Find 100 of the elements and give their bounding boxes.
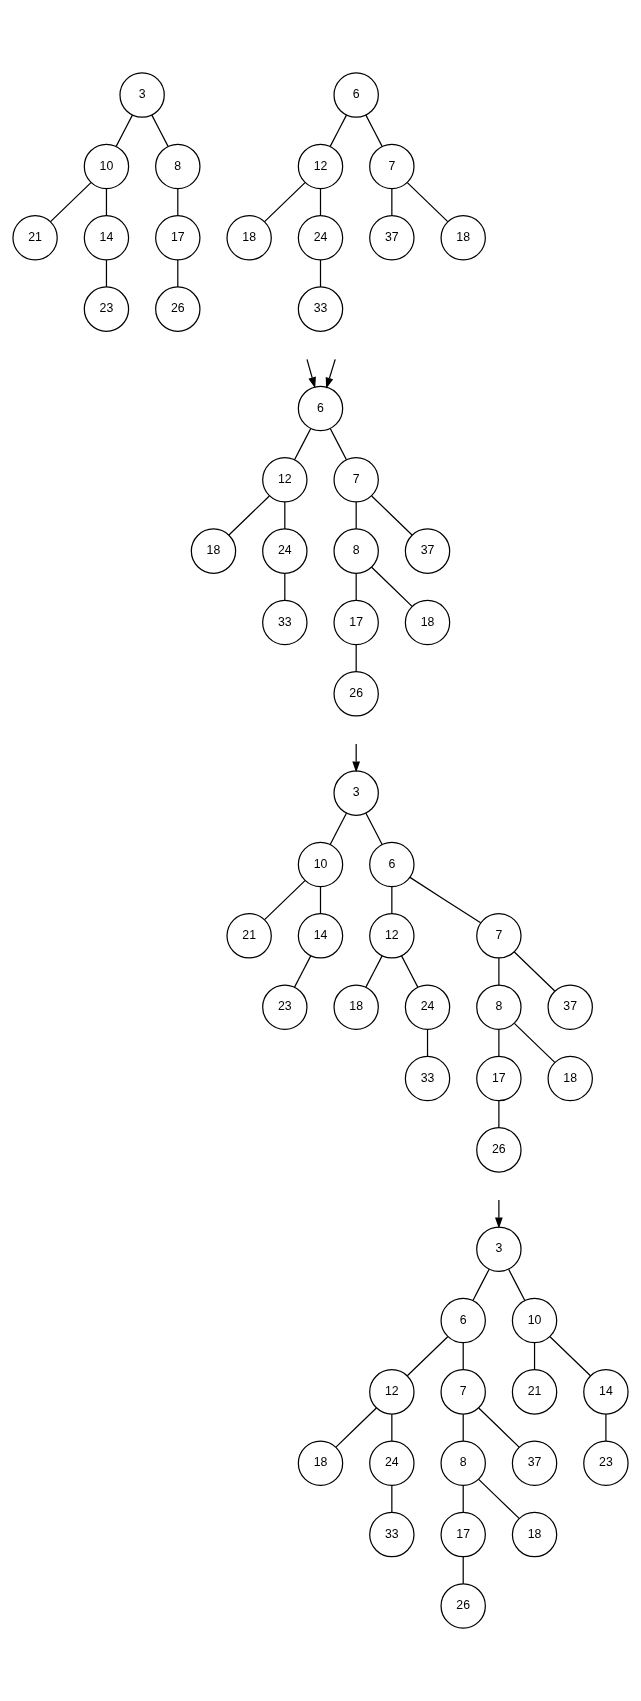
connector bbox=[329, 812, 348, 846]
node-circle: 18 bbox=[333, 984, 379, 1030]
node-circle: 14 bbox=[83, 215, 130, 261]
connector bbox=[284, 501, 286, 530]
node-circle: 33 bbox=[297, 286, 344, 332]
node-circle: 18 bbox=[297, 1440, 344, 1486]
node-circle: 17 bbox=[155, 215, 201, 261]
node-circle: 26 bbox=[440, 1583, 486, 1629]
connector bbox=[365, 114, 383, 147]
connector bbox=[293, 427, 312, 461]
node-circle: 24 bbox=[297, 215, 344, 261]
node-circle: 14 bbox=[583, 1369, 629, 1415]
connector bbox=[371, 495, 413, 536]
connector bbox=[533, 1342, 536, 1371]
node-circle: 23 bbox=[83, 286, 130, 332]
node-circle: 21 bbox=[511, 1369, 558, 1415]
connector bbox=[406, 1336, 449, 1377]
connector bbox=[335, 1407, 377, 1448]
node-circle: 26 bbox=[333, 671, 379, 717]
node-circle: 7 bbox=[369, 143, 415, 190]
node-circle: 37 bbox=[369, 215, 415, 261]
node-circle: 18 bbox=[511, 1511, 558, 1558]
node-circle: 7 bbox=[333, 457, 379, 503]
node-circle: 18 bbox=[440, 215, 486, 261]
connector bbox=[513, 1022, 556, 1063]
node-circle: 18 bbox=[226, 215, 272, 261]
node-circle: 14 bbox=[297, 913, 344, 959]
connector bbox=[293, 955, 312, 988]
node-circle: 7 bbox=[440, 1369, 486, 1415]
connector bbox=[391, 188, 393, 217]
node-circle: 17 bbox=[333, 599, 379, 646]
connector bbox=[264, 880, 306, 921]
connector bbox=[462, 1484, 464, 1514]
connector bbox=[498, 1100, 500, 1129]
connector bbox=[391, 1413, 393, 1442]
connector bbox=[228, 495, 270, 536]
connector bbox=[478, 1407, 520, 1448]
node-circle: 3 bbox=[476, 1226, 522, 1272]
connector bbox=[462, 1413, 464, 1442]
node-circle: 8 bbox=[476, 984, 522, 1030]
node-circle: 21 bbox=[12, 215, 58, 261]
node-circle: 37 bbox=[404, 528, 451, 574]
connector bbox=[498, 1028, 500, 1057]
node-circle: 3 bbox=[119, 72, 165, 118]
node-circle: 24 bbox=[369, 1440, 415, 1486]
connector bbox=[409, 876, 482, 924]
node-circle: 37 bbox=[511, 1440, 558, 1486]
node-circle: 33 bbox=[369, 1511, 415, 1558]
connector bbox=[329, 114, 348, 147]
connector bbox=[105, 259, 108, 288]
node-circle: 18 bbox=[404, 599, 451, 646]
node-circle: 24 bbox=[262, 528, 308, 574]
connector bbox=[355, 572, 357, 601]
connector bbox=[365, 812, 383, 846]
connector bbox=[462, 1556, 464, 1585]
node-circle: 18 bbox=[547, 1055, 593, 1102]
node-circle: 10 bbox=[297, 841, 344, 888]
connector bbox=[371, 566, 413, 607]
connector bbox=[513, 951, 556, 992]
node-circle: 26 bbox=[476, 1127, 522, 1173]
node-circle: 37 bbox=[547, 984, 593, 1030]
arrow bbox=[325, 358, 336, 389]
node-circle: 12 bbox=[369, 1369, 415, 1415]
connector bbox=[365, 955, 383, 988]
node-circle: 6 bbox=[440, 1297, 486, 1344]
node-circle: 23 bbox=[583, 1440, 629, 1486]
connector bbox=[605, 1413, 607, 1442]
connector bbox=[391, 1484, 393, 1514]
node-circle: 3 bbox=[333, 770, 379, 816]
node-circle: 33 bbox=[262, 599, 308, 646]
node-circle: 6 bbox=[297, 385, 344, 432]
node-circle: 18 bbox=[190, 528, 237, 574]
node-circle: 33 bbox=[404, 1055, 451, 1102]
arrow bbox=[306, 358, 316, 389]
connector bbox=[462, 1342, 464, 1371]
node-circle: 23 bbox=[262, 984, 308, 1030]
connector bbox=[472, 1268, 490, 1302]
node-circle: 7 bbox=[476, 913, 522, 959]
node-circle: 6 bbox=[369, 841, 415, 888]
node-circle: 12 bbox=[369, 913, 415, 959]
node-circle: 10 bbox=[511, 1297, 558, 1344]
node-circle: 6 bbox=[333, 72, 379, 118]
connector bbox=[264, 181, 306, 223]
node-circle: 21 bbox=[226, 913, 272, 959]
connector bbox=[284, 572, 286, 601]
node-circle: 10 bbox=[83, 143, 130, 190]
connector bbox=[355, 644, 357, 673]
connector bbox=[151, 114, 169, 147]
connector bbox=[478, 1478, 520, 1520]
node-circle: 17 bbox=[440, 1511, 486, 1558]
node-circle: 24 bbox=[404, 984, 451, 1030]
node-circle: 26 bbox=[155, 286, 201, 332]
connector bbox=[49, 181, 92, 223]
connector bbox=[498, 957, 500, 986]
connector bbox=[406, 181, 449, 223]
connector bbox=[400, 955, 419, 988]
connector bbox=[391, 886, 393, 915]
node-circle: 12 bbox=[297, 143, 344, 190]
node-circle: 17 bbox=[476, 1055, 522, 1102]
node-circle: 8 bbox=[333, 528, 379, 574]
